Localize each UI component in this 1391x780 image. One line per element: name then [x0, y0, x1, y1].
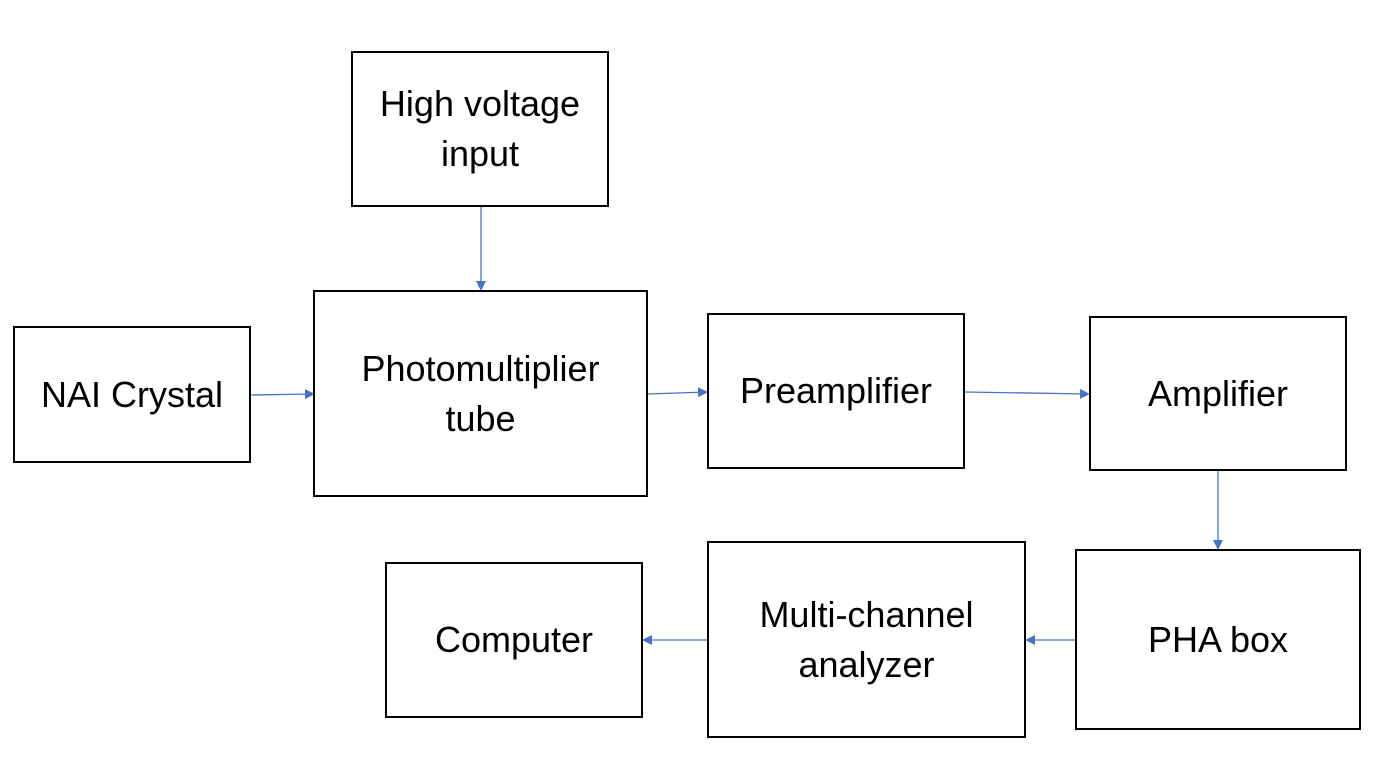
- node-label-line: Multi-channel: [759, 593, 974, 635]
- arrow-preamplifier-to-amplifier: [964, 388, 1090, 399]
- node-multi-channel-analyzer: Multi-channel analyzer: [707, 541, 1026, 738]
- node-label-line: Preamplifier: [739, 370, 933, 411]
- arrow-nai-to-pmt: [250, 389, 315, 400]
- node-label-line: tube: [445, 397, 516, 439]
- node-preamplifier: Preamplifier: [707, 313, 965, 469]
- node-nai-crystal: NAI Crystal: [13, 326, 251, 463]
- node-label-line: PHA box: [1147, 618, 1289, 660]
- node-label-line: input: [440, 133, 520, 174]
- node-high-voltage-input: High voltage input: [351, 51, 609, 207]
- node-amplifier: Amplifier: [1089, 316, 1347, 471]
- node-computer: Computer: [385, 562, 643, 718]
- node-label-line: Amplifier: [1147, 372, 1289, 414]
- node-label-line: High voltage: [379, 83, 581, 124]
- node-label-line: NAI Crystal: [40, 373, 224, 415]
- node-label-line: Computer: [434, 619, 594, 660]
- arrow-pmt-to-preamplifier: [647, 387, 708, 398]
- node-photomultiplier-tube: Photomultiplier tube: [313, 290, 648, 497]
- node-label-line: Photomultiplier: [361, 347, 600, 389]
- node-label-line: analyzer: [798, 643, 935, 685]
- node-pha-box: PHA box: [1075, 549, 1361, 730]
